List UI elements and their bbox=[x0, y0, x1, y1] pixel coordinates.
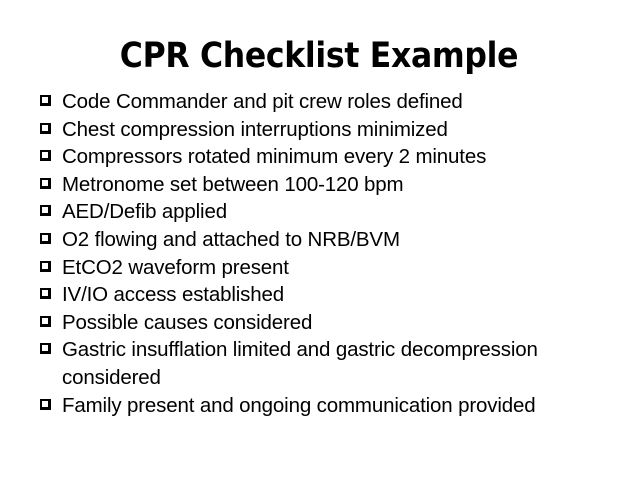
empty-checkbox-icon[interactable] bbox=[40, 398, 51, 410]
checklist-item-label: O2 flowing and attached to NRB/BVM bbox=[62, 227, 400, 251]
checklist-item-continuation: considered bbox=[62, 365, 161, 389]
empty-checkbox-icon[interactable] bbox=[40, 315, 51, 327]
empty-checkbox-icon[interactable] bbox=[40, 205, 51, 217]
checklist-item[interactable]: Metronome set between 100-120 bpm bbox=[38, 171, 628, 199]
empty-checkbox-icon[interactable] bbox=[40, 260, 51, 272]
empty-checkbox-icon[interactable] bbox=[40, 343, 51, 355]
checklist-item[interactable]: Chest compression interruptions minimize… bbox=[38, 116, 628, 144]
checklist-item-label: EtCO2 waveform present bbox=[62, 255, 289, 279]
checklist-item-label: IV/IO access established bbox=[62, 283, 285, 307]
checklist-item-label: Metronome set between 100-120 bpm bbox=[62, 172, 404, 196]
checklist-item[interactable]: Code Commander and pit crew roles define… bbox=[38, 88, 628, 116]
checklist-item-label: Gastric insufflation limited and gastric… bbox=[62, 338, 538, 362]
checklist: Code Commander and pit crew roles define… bbox=[38, 88, 628, 419]
checklist-item[interactable]: AED/Defib applied bbox=[38, 198, 628, 226]
checklist-item[interactable]: Compressors rotated minimum every 2 minu… bbox=[38, 143, 628, 171]
checklist-item[interactable]: EtCO2 waveform present bbox=[38, 254, 628, 282]
empty-checkbox-icon[interactable] bbox=[40, 150, 51, 162]
checklist-item-label: Possible causes considered bbox=[62, 310, 313, 334]
checklist-item[interactable]: Possible causes considered bbox=[38, 309, 628, 337]
empty-checkbox-icon[interactable] bbox=[40, 288, 51, 300]
checklist-item-label: Code Commander and pit crew roles define… bbox=[62, 90, 463, 113]
checklist-item[interactable]: O2 flowing and attached to NRB/BVM bbox=[38, 226, 628, 254]
checklist-item-label: Compressors rotated minimum every 2 minu… bbox=[62, 145, 487, 169]
page-title: CPR Checklist Example bbox=[119, 36, 519, 76]
empty-checkbox-icon[interactable] bbox=[40, 177, 51, 189]
checklist-item[interactable]: Family present and ongoing communication… bbox=[38, 392, 628, 420]
checklist-item-label: Family present and ongoing communication… bbox=[62, 393, 536, 417]
checklist-item-label: Chest compression interruptions minimize… bbox=[62, 117, 448, 141]
checklist-item[interactable]: Gastric insufflation limited and gastric… bbox=[38, 336, 628, 364]
empty-checkbox-icon[interactable] bbox=[40, 95, 51, 106]
empty-checkbox-icon[interactable] bbox=[40, 232, 51, 244]
empty-checkbox-icon[interactable] bbox=[40, 122, 51, 134]
checklist-item[interactable]: IV/IO access established bbox=[38, 281, 628, 309]
checklist-item-label: AED/Defib applied bbox=[62, 200, 227, 224]
